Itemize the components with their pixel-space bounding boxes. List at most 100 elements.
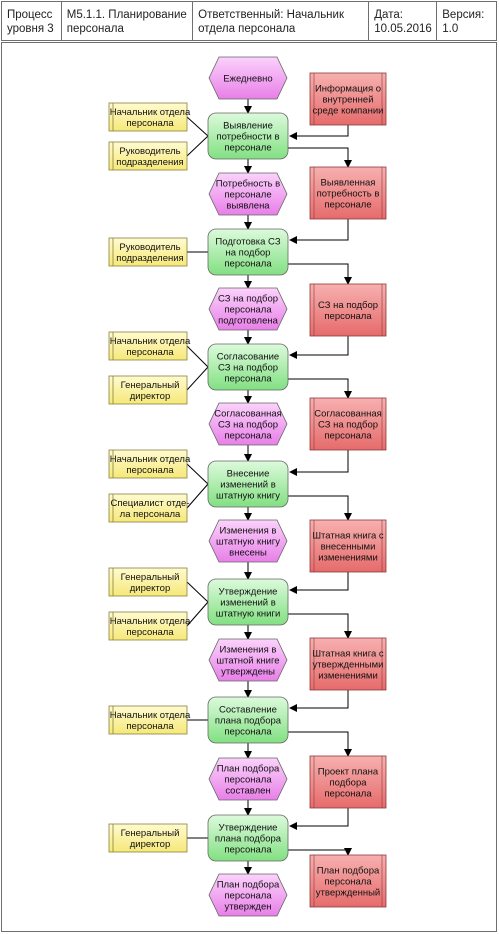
output-arrow bbox=[288, 613, 352, 639]
role-link bbox=[186, 581, 209, 603]
input-arrow bbox=[289, 125, 349, 140]
document-shape bbox=[309, 397, 387, 451]
event-1: Ежедневно bbox=[208, 56, 288, 100]
responsible-cell: Ответственный: Начальник отдела персонал… bbox=[193, 2, 370, 40]
role-shape bbox=[108, 141, 188, 171]
input-arrow bbox=[289, 219, 349, 244]
input-arrow bbox=[289, 450, 349, 476]
output-arrow bbox=[288, 378, 352, 399]
date-cell: Дата: 10.05.2016 bbox=[369, 2, 438, 40]
output-arrow bbox=[288, 147, 352, 168]
role-link bbox=[186, 366, 209, 391]
function-shape bbox=[207, 578, 289, 626]
input-arrow bbox=[289, 572, 349, 594]
document-shape bbox=[309, 637, 387, 691]
function-shape bbox=[207, 696, 289, 744]
event-shape bbox=[208, 402, 288, 446]
process-level-cell: Процесс уровня 3 bbox=[2, 2, 62, 40]
document-shape bbox=[309, 166, 387, 220]
function-shape bbox=[207, 343, 289, 391]
input-arrow bbox=[289, 808, 349, 830]
role-shape bbox=[108, 449, 188, 479]
event-shape bbox=[208, 638, 288, 682]
input-arrow bbox=[289, 690, 349, 712]
role-shape bbox=[108, 705, 188, 735]
header-bar: Процесс уровня 3 M5.1.1. Планирование пе… bbox=[1, 1, 497, 41]
process-level-text: Процесс уровня 3 bbox=[7, 9, 54, 35]
role-link bbox=[186, 345, 209, 368]
role-link bbox=[186, 601, 209, 627]
role-shape bbox=[108, 331, 188, 361]
event-shape bbox=[208, 56, 288, 100]
function-shape bbox=[207, 112, 289, 160]
event-shape bbox=[208, 873, 288, 917]
role-shape bbox=[108, 237, 188, 267]
function-shape bbox=[207, 814, 289, 862]
role-shape bbox=[108, 102, 188, 132]
output-arrow bbox=[288, 731, 352, 757]
role-link bbox=[186, 463, 209, 485]
event-shape bbox=[208, 519, 288, 563]
document-shape bbox=[309, 755, 387, 809]
event-shape bbox=[208, 172, 288, 216]
date-text: Дата: 10.05.2016 bbox=[374, 9, 432, 35]
role-7: Специалист отде-ла персонала bbox=[108, 493, 190, 523]
version-text: Версия: 1.0 bbox=[442, 9, 485, 35]
output-arrow bbox=[288, 263, 352, 285]
diagram-frame bbox=[1, 42, 497, 932]
role-link bbox=[186, 483, 209, 509]
document-shape bbox=[309, 72, 387, 126]
output-arrow bbox=[288, 848, 352, 856]
event-shape bbox=[208, 287, 288, 331]
role-link bbox=[186, 135, 209, 157]
role-shape bbox=[108, 375, 188, 405]
role-label: Специалист отде-ла персонала bbox=[110, 498, 189, 520]
role-shape bbox=[108, 567, 188, 597]
